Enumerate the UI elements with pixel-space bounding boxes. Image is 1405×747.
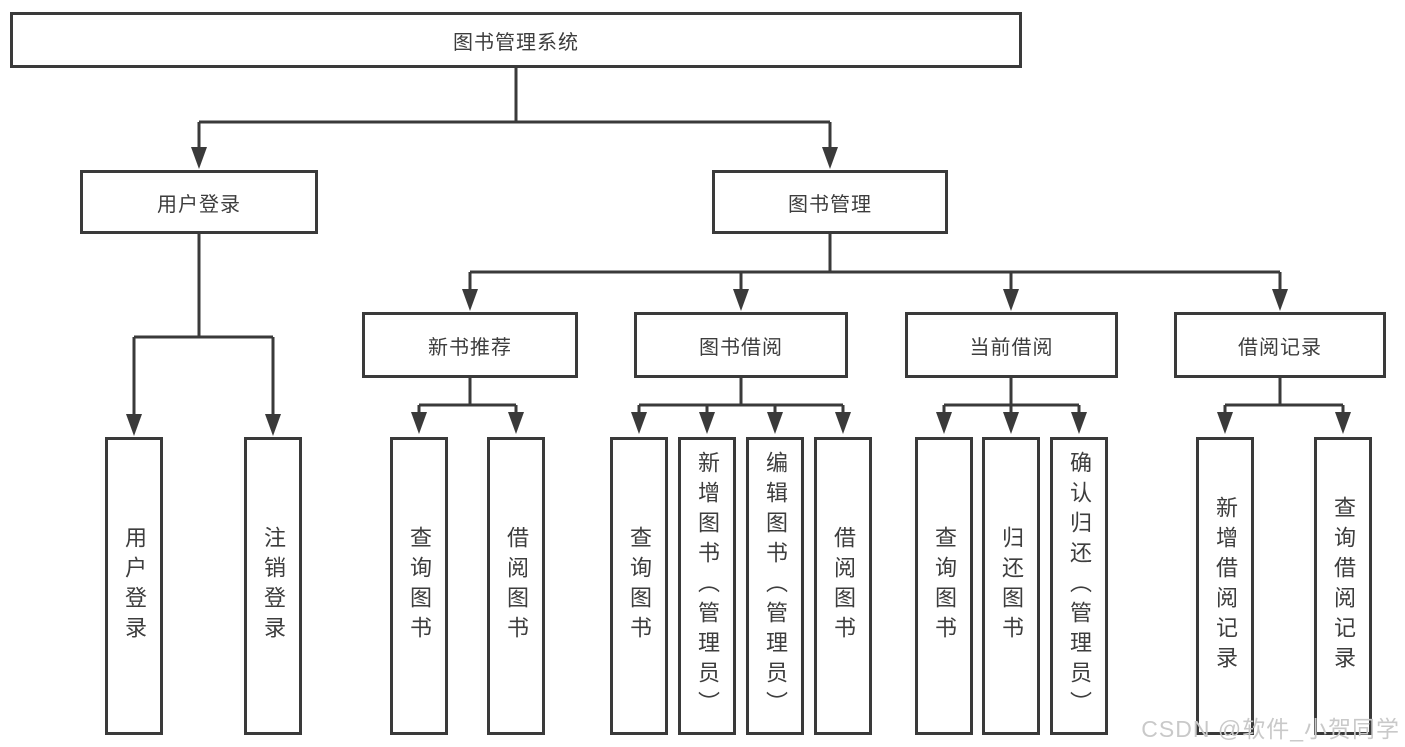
node-leaf-add-book-admin: 新增图书（管理员） xyxy=(678,437,736,735)
arrowhead xyxy=(1003,412,1019,434)
arrowhead xyxy=(1071,412,1087,434)
node-leaf-query-books-recommend: 查询图书 xyxy=(390,437,448,735)
node-system-root-label: 图书管理系统 xyxy=(453,31,579,54)
arrowhead xyxy=(1003,289,1019,311)
node-leaf-query-books-borrowing-label: 查询图书 xyxy=(627,526,652,646)
arrowhead xyxy=(126,414,142,436)
node-leaf-add-borrow-record-label: 新增借阅记录 xyxy=(1213,496,1238,676)
node-leaf-edit-book-admin: 编辑图书（管理员） xyxy=(746,437,804,735)
node-book-management-label: 图书管理 xyxy=(788,193,872,216)
arrowhead xyxy=(1217,412,1233,434)
arrowhead xyxy=(835,412,851,434)
node-leaf-edit-book-admin-label: 编辑图书（管理员） xyxy=(763,451,788,721)
node-leaf-return-book: 归还图书 xyxy=(982,437,1040,735)
node-leaf-add-book-admin-label: 新增图书（管理员） xyxy=(695,451,720,721)
node-leaf-borrow-books-recommend: 借阅图书 xyxy=(487,437,545,735)
node-leaf-logout: 注销登录 xyxy=(244,437,302,735)
node-user-login: 用户登录 xyxy=(80,170,318,234)
node-leaf-user-login: 用户登录 xyxy=(105,437,163,735)
arrowhead xyxy=(508,412,524,434)
arrowhead xyxy=(462,289,478,311)
node-book-borrowing-label: 图书借阅 xyxy=(699,336,783,359)
node-leaf-query-books-current: 查询图书 xyxy=(915,437,973,735)
node-leaf-borrow-books-recommend-label: 借阅图书 xyxy=(504,526,529,646)
arrowhead xyxy=(699,412,715,434)
node-borrowing-records: 借阅记录 xyxy=(1174,312,1386,378)
arrowhead xyxy=(1272,289,1288,311)
node-leaf-user-login-label: 用户登录 xyxy=(122,526,147,646)
node-leaf-query-borrow-record: 查询借阅记录 xyxy=(1314,437,1372,735)
node-current-borrowing-label: 当前借阅 xyxy=(969,336,1054,359)
node-user-login-label: 用户登录 xyxy=(157,193,241,216)
arrowhead xyxy=(1335,412,1351,434)
arrowhead xyxy=(822,147,838,169)
node-leaf-confirm-return-admin: 确认归还（管理员） xyxy=(1050,437,1108,735)
arrowhead xyxy=(936,412,952,434)
node-leaf-query-borrow-record-label: 查询借阅记录 xyxy=(1331,496,1356,676)
arrowhead xyxy=(411,412,427,434)
node-leaf-return-book-label: 归还图书 xyxy=(999,526,1024,646)
arrowhead xyxy=(767,412,783,434)
connector-spines xyxy=(134,68,1343,407)
arrowhead xyxy=(631,412,647,434)
node-leaf-add-borrow-record: 新增借阅记录 xyxy=(1196,437,1254,735)
node-leaf-logout-label: 注销登录 xyxy=(261,526,286,646)
node-system-root: 图书管理系统 xyxy=(10,12,1022,68)
node-leaf-query-books-current-label: 查询图书 xyxy=(932,526,957,646)
node-new-book-recommend: 新书推荐 xyxy=(362,312,578,378)
node-leaf-borrow-books-label: 借阅图书 xyxy=(831,526,856,646)
node-leaf-query-books-borrowing: 查询图书 xyxy=(610,437,668,735)
node-leaf-borrow-books: 借阅图书 xyxy=(814,437,872,735)
node-book-management: 图书管理 xyxy=(712,170,948,234)
arrowhead xyxy=(191,147,207,169)
node-book-borrowing: 图书借阅 xyxy=(634,312,848,378)
arrowhead xyxy=(733,289,749,311)
node-current-borrowing: 当前借阅 xyxy=(905,312,1118,378)
arrowhead xyxy=(265,414,281,436)
node-leaf-confirm-return-admin-label: 确认归还（管理员） xyxy=(1067,451,1092,721)
arrow-stems xyxy=(132,122,1345,416)
node-leaf-query-books-recommend-label: 查询图书 xyxy=(407,526,432,646)
node-borrowing-records-label: 借阅记录 xyxy=(1238,336,1322,359)
csdn-watermark: CSDN @软件_小贺同学 xyxy=(1141,716,1400,742)
node-new-book-recommend-label: 新书推荐 xyxy=(428,336,512,359)
